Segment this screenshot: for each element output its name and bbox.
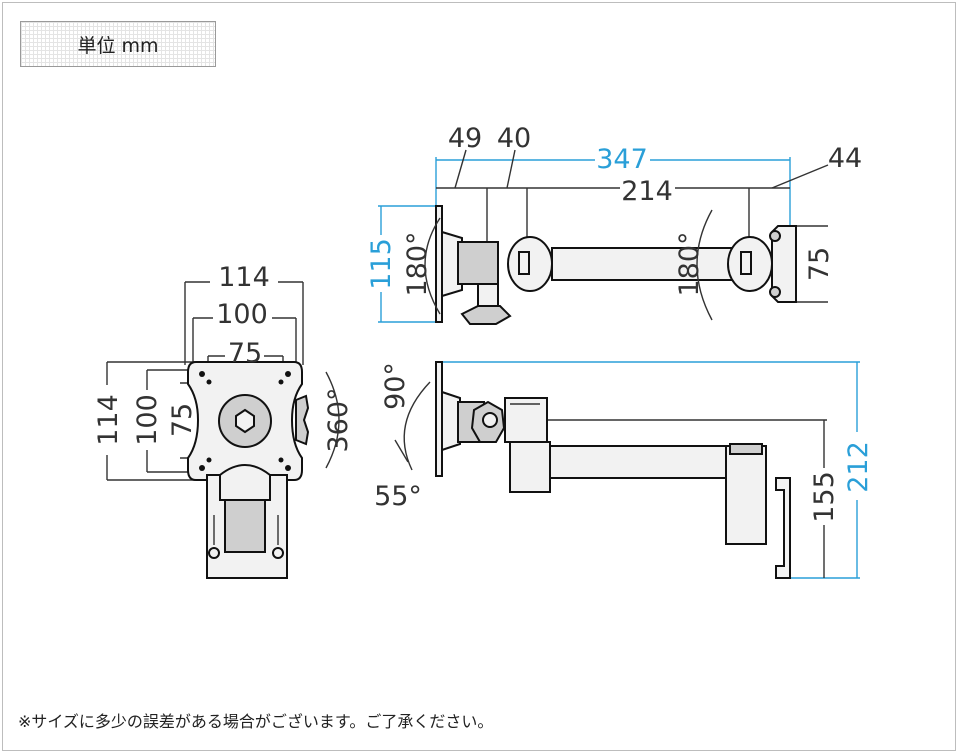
top-dim-44: 44: [828, 143, 862, 174]
front-width-100: 100: [216, 299, 268, 330]
front-view: 114 100 75 114 100 75 360°: [93, 262, 354, 579]
footnote: ※サイズに多少の誤差がある場合がございます。ご了承ください。: [18, 712, 494, 731]
top-dim-214: 214: [621, 176, 673, 207]
top-view: 49 40 347 214 44 115 180° 180° 75: [366, 123, 862, 325]
side-view: 90° 55° 155 212: [374, 361, 874, 579]
front-height-100: 100: [132, 394, 163, 446]
unit-label: 単位 mm: [20, 21, 216, 67]
front-width-114: 114: [218, 262, 270, 293]
front-height-75: 75: [167, 403, 198, 437]
top-dim-115: 115: [366, 238, 397, 290]
top-dim-347: 347: [596, 144, 648, 175]
side-tilt-down: 55°: [374, 481, 422, 512]
top-swivel-left: 180°: [402, 231, 433, 296]
top-dim-49: 49: [448, 123, 482, 154]
side-tilt-up: 90°: [380, 362, 411, 410]
top-swivel-right: 180°: [674, 231, 705, 296]
front-width-75: 75: [228, 338, 262, 369]
front-rotation-angle: 360°: [323, 387, 354, 452]
side-dim-212: 212: [843, 441, 874, 493]
top-dim-75: 75: [804, 247, 835, 281]
side-dim-155: 155: [809, 471, 840, 523]
top-dim-40: 40: [497, 123, 531, 154]
front-height-114: 114: [93, 394, 124, 446]
